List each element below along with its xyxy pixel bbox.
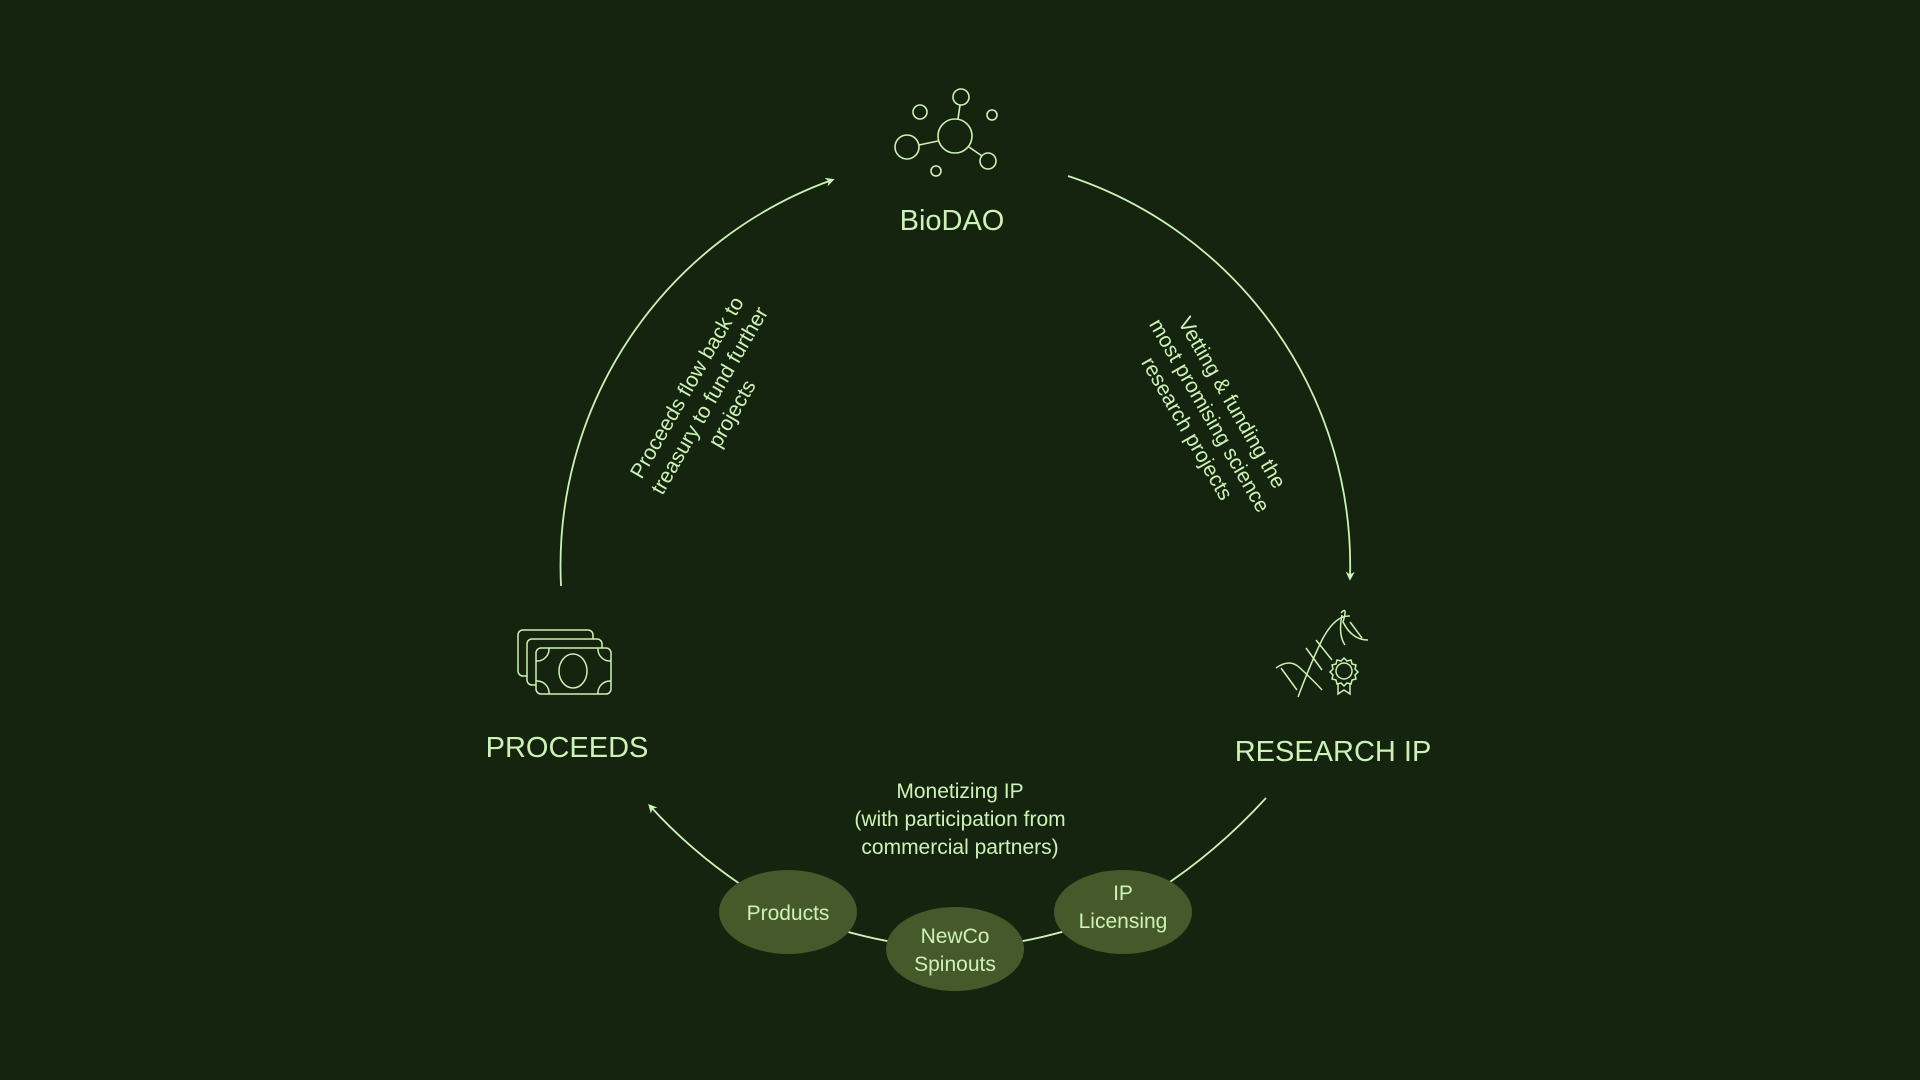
- bubble-newco-spinouts: NewCo Spinouts: [886, 907, 1024, 991]
- bubble-label: Licensing: [1079, 910, 1168, 933]
- bubble-label: Spinouts: [914, 953, 996, 976]
- molecule-icon: [894, 88, 998, 177]
- flow-label-line: Monetizing IP: [896, 780, 1023, 803]
- money-bills-icon: [517, 629, 612, 695]
- bubble-label: NewCo: [921, 925, 990, 948]
- flow-label-proceeds: Proceeds flow back to treasury to fund f…: [626, 293, 773, 498]
- flow-label-line: (with participation from: [854, 808, 1065, 831]
- bubble-label: Products: [747, 902, 830, 925]
- flow-label-vetting: Vetting & funding the most promising sci…: [1136, 313, 1290, 516]
- biodao-label: BioDAO: [900, 205, 1005, 237]
- flow-label-monetizing: Monetizing IP (with participation from c…: [854, 780, 1065, 859]
- proceeds-label: PROCEEDS: [486, 732, 649, 764]
- flow-label-line: commercial partners): [861, 836, 1058, 859]
- arc-proceeds-to-biodao: [559, 177, 835, 587]
- dna-badge-icon: [1275, 609, 1369, 698]
- arc-research-to-proceeds-left: [648, 804, 741, 885]
- research-ip-label: RESEARCH IP: [1235, 736, 1432, 768]
- arc-biodao-to-research: [1067, 175, 1355, 581]
- bubble-ip-licensing: IP Licensing: [1054, 870, 1192, 954]
- bubble-label: IP: [1113, 882, 1133, 905]
- bubble-products: Products: [719, 870, 857, 954]
